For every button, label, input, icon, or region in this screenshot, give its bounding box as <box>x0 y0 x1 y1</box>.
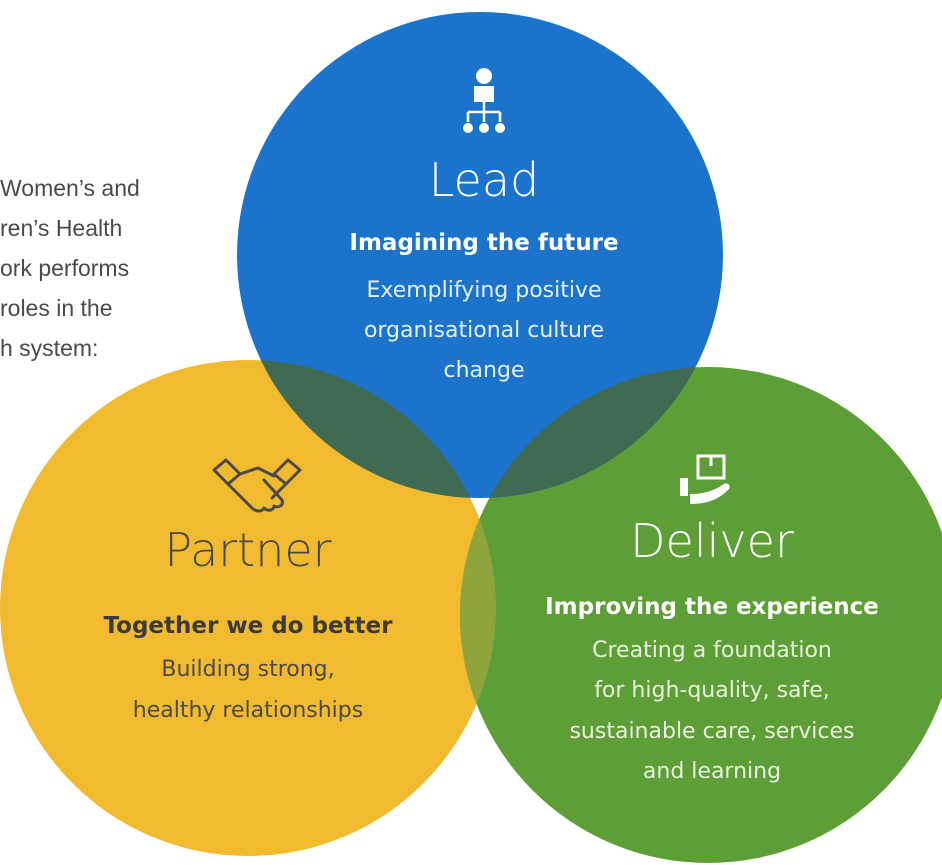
partner-description-line: healthy relationships <box>133 698 363 723</box>
deliver-subtitle: Improving the experience <box>545 594 879 620</box>
org-chart-icon <box>463 68 505 133</box>
lead-description-line: Exemplifying positive <box>366 278 601 303</box>
handshake-icon <box>212 458 302 513</box>
partner-description-line: Building strong, <box>161 657 334 682</box>
deliver-description-line: for high-quality, safe, <box>594 678 830 703</box>
partner-title: Partner <box>164 523 331 577</box>
intro-line: h system: <box>0 335 98 361</box>
intro-line: Women’s and <box>0 175 140 201</box>
intro-line: ork performs <box>0 255 129 281</box>
intro-line: ren’s Health <box>0 215 122 241</box>
intro-line: roles in the <box>0 295 113 321</box>
deliver-description-line: Creating a foundation <box>592 638 832 663</box>
hand-box-icon <box>680 454 730 504</box>
lead-circle <box>237 12 723 498</box>
deliver-description-line: and learning <box>643 759 781 784</box>
deliver-circle <box>460 367 942 863</box>
lead-title: Lead <box>429 153 540 207</box>
intro-text: Women’s and ren’s Health ork performs ro… <box>0 175 140 361</box>
lead-description-line: organisational culture <box>364 318 604 343</box>
lead-description-line: change <box>444 358 525 383</box>
deliver-title: Deliver <box>630 514 794 568</box>
deliver-description-line: sustainable care, services <box>569 719 854 744</box>
partner-subtitle: Together we do better <box>104 613 394 639</box>
partner-circle <box>0 360 496 856</box>
lead-subtitle: Imagining the future <box>349 230 618 256</box>
